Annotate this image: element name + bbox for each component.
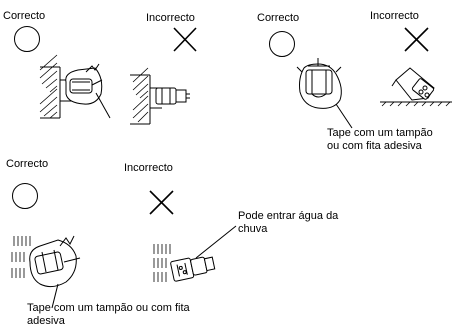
fig-incorrect-rain [153, 225, 237, 282]
fig-correct-wall [39, 54, 111, 119]
incorrect-cross-icon [149, 190, 174, 215]
incorrect-cross-icon [173, 27, 197, 52]
label-correct-2: Correcto [257, 12, 300, 24]
label-correct-3: Correcto [6, 158, 49, 170]
fig-incorrect-wall [130, 67, 190, 125]
label-incorrect-2: Incorrecto [370, 10, 419, 22]
label-correct-1: Correcto [3, 10, 46, 22]
incorrect-cross-icon [404, 27, 429, 52]
label-incorrect-1: Incorrecto [146, 12, 195, 24]
label-incorrect-3: Incorrecto [124, 162, 173, 174]
correct-circle-icon [12, 183, 38, 209]
correct-circle-icon [269, 31, 295, 57]
fig-incorrect-ground [380, 67, 452, 107]
correct-circle-icon [14, 26, 40, 52]
note-rain: Pode entrar água da chuva [238, 210, 339, 235]
note-tape-right: Tape com um tampão ou com fita adesiva [327, 127, 433, 152]
note-tape-bottom: Tape com um tampão ou com fita adesiva [27, 302, 190, 327]
fig-correct-rain [11, 235, 81, 309]
fig-correct-hanging [296, 58, 353, 129]
